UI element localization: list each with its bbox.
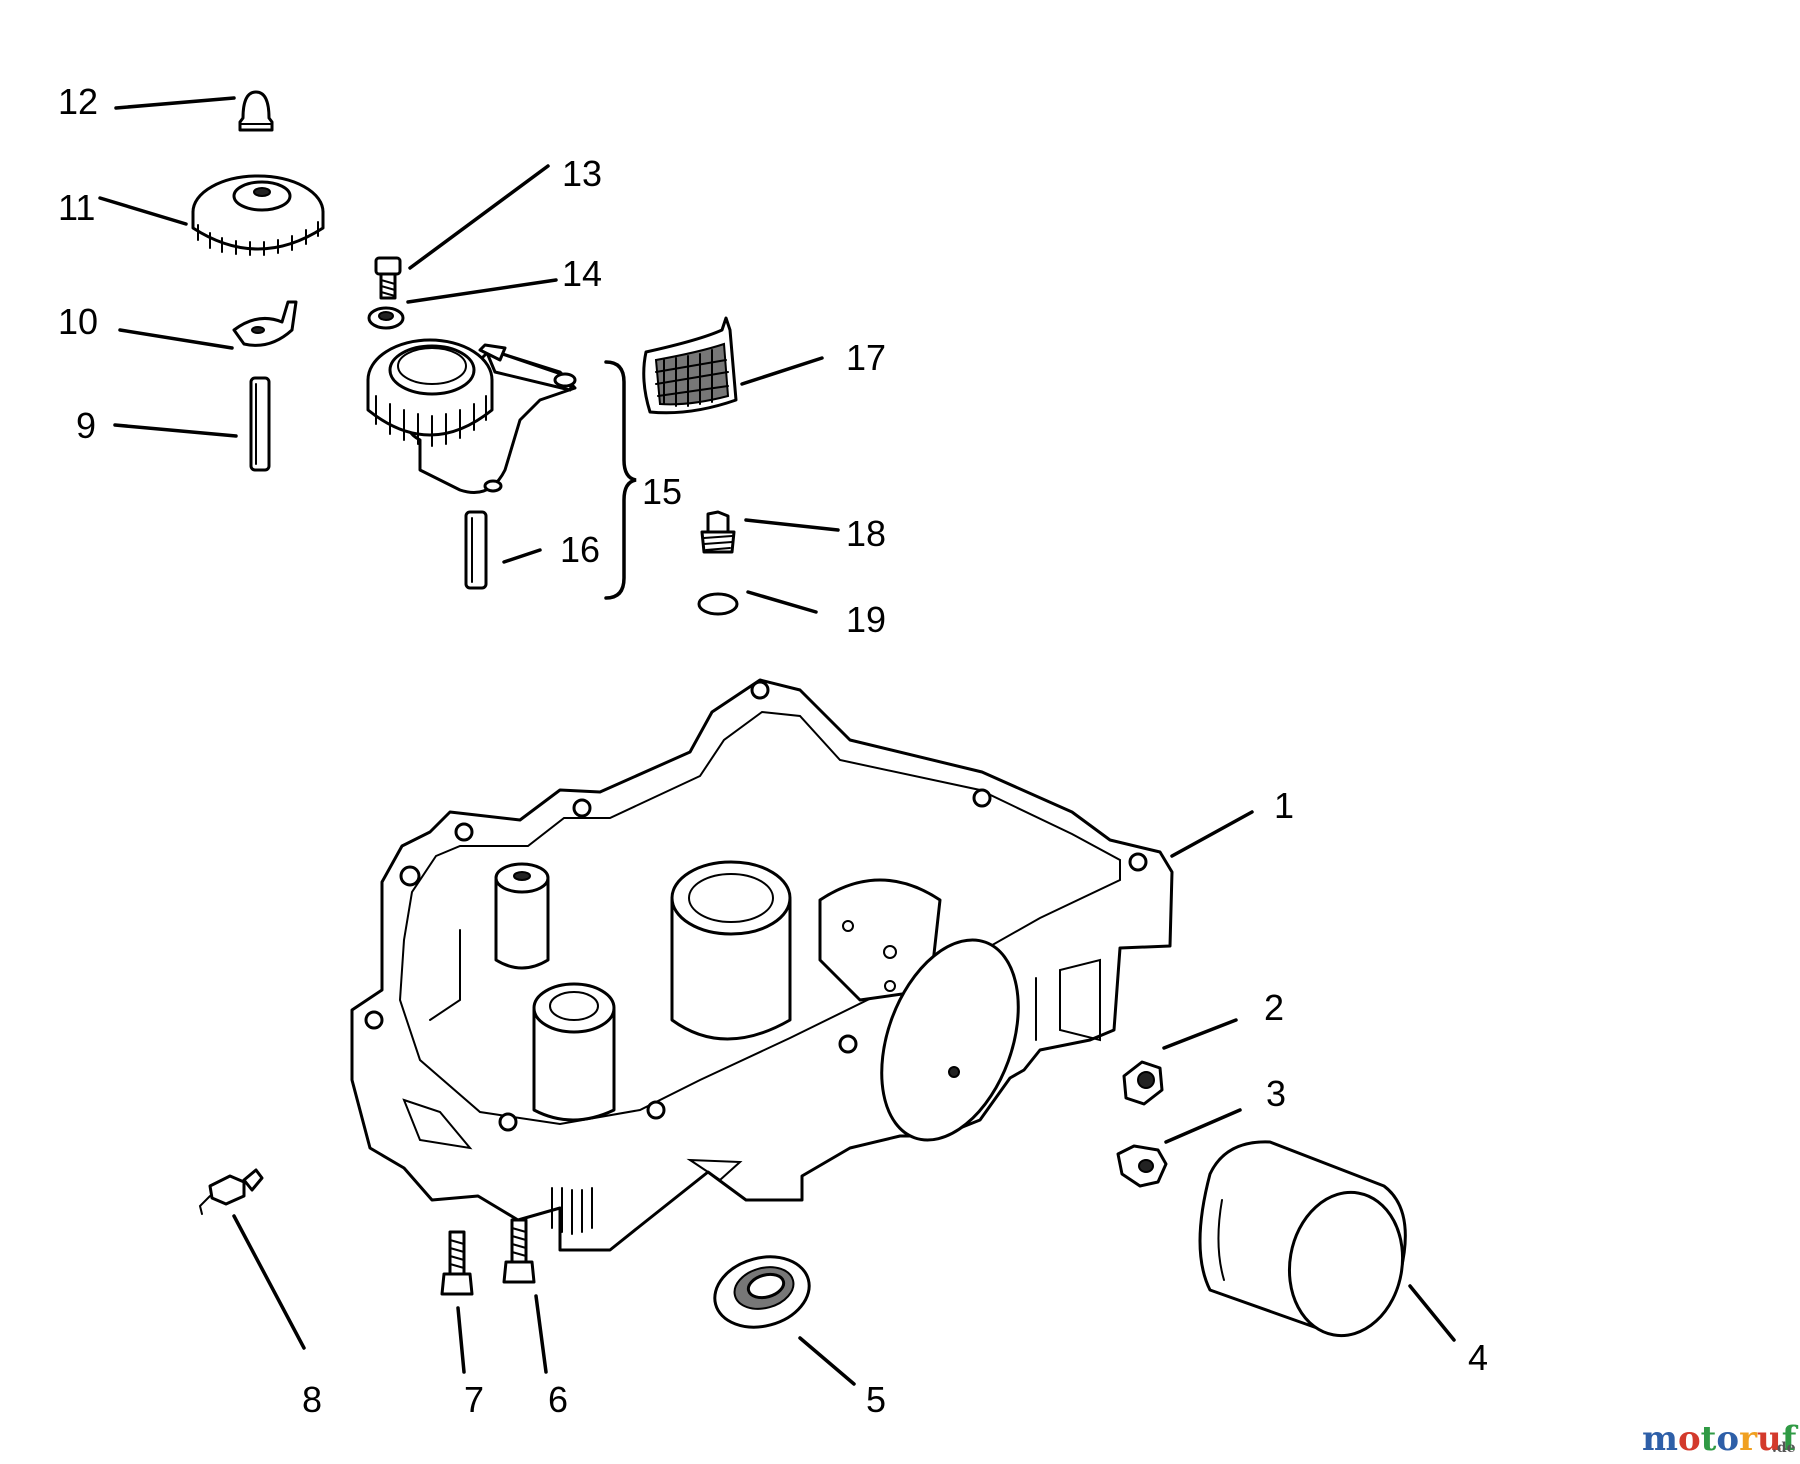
callout-5: 5 — [866, 1379, 886, 1420]
callout-19: 19 — [846, 599, 886, 640]
svg-text:motoruf: motoruf — [1642, 1419, 1799, 1459]
callout-6: 6 — [548, 1379, 568, 1420]
leader-4 — [1408, 1284, 1456, 1342]
part-7-bolt — [440, 1230, 474, 1296]
callout-1: 1 — [1274, 785, 1294, 826]
watermark-letter: u — [1757, 1419, 1782, 1459]
callout-13: 13 — [562, 153, 602, 194]
leader-3 — [1164, 1108, 1242, 1144]
leader-16 — [502, 548, 542, 564]
callout-3: 3 — [1266, 1073, 1286, 1114]
watermark-letter: f — [1782, 1419, 1799, 1459]
callout-12: 12 — [58, 81, 98, 122]
leader-14 — [406, 278, 558, 304]
part-14-lockwasher — [367, 306, 405, 330]
leader-17 — [740, 356, 824, 386]
leader-11 — [98, 196, 188, 226]
callout-8: 8 — [302, 1379, 322, 1420]
part-13-screw — [374, 256, 402, 300]
leader-6 — [534, 1294, 548, 1374]
callout-18: 18 — [846, 513, 886, 554]
part-12-cap — [238, 90, 274, 132]
watermark-logo: motoruf .de — [1642, 1419, 1799, 1459]
watermark-suffix: .de — [1772, 1440, 1796, 1456]
part-4-oil-filter — [1198, 1140, 1407, 1338]
watermark-letter: t — [1701, 1419, 1717, 1459]
callout-15: 15 — [642, 471, 682, 512]
callout-2: 2 — [1264, 987, 1284, 1028]
leader-2 — [1162, 1018, 1238, 1050]
part-8-sensor — [198, 1168, 264, 1215]
leader-9 — [113, 423, 238, 438]
callout-4: 4 — [1468, 1337, 1488, 1378]
leader-10 — [118, 328, 234, 350]
leader-1 — [1170, 810, 1254, 858]
leader-19 — [746, 590, 818, 614]
leader-8 — [232, 1214, 306, 1350]
callout-10: 10 — [58, 301, 98, 342]
callout-16: 16 — [560, 529, 600, 570]
part-15-oil-pump — [366, 338, 577, 494]
leader-13 — [408, 164, 550, 270]
watermark-letter: o — [1716, 1419, 1739, 1459]
part-2-fitting — [1122, 1060, 1164, 1106]
part-11-gear — [191, 174, 325, 256]
leader-18 — [744, 518, 840, 532]
brace-15 — [604, 360, 637, 600]
callout-14: 14 — [562, 253, 602, 294]
leader-5 — [798, 1336, 856, 1386]
watermark-letter: m — [1642, 1419, 1678, 1459]
part-16-pin — [464, 510, 488, 590]
callout-17: 17 — [846, 337, 886, 378]
callout-11: 11 — [58, 187, 95, 228]
part-18-plug — [700, 510, 736, 554]
part-17-screen — [642, 316, 738, 415]
part-6-bolt — [502, 1218, 536, 1284]
part-19-oring — [697, 592, 739, 616]
watermark-letter: r — [1739, 1419, 1758, 1459]
part-1-oil-pan — [350, 678, 1174, 1252]
part-3-fitting — [1116, 1144, 1168, 1188]
callout-7: 7 — [464, 1379, 484, 1420]
part-5-seal — [713, 1255, 811, 1329]
part-10-washer — [232, 300, 298, 347]
watermark-letter: o — [1678, 1419, 1701, 1459]
leader-7 — [456, 1306, 466, 1374]
leader-12 — [114, 96, 236, 110]
part-9-pin — [249, 376, 271, 472]
callout-9: 9 — [76, 405, 96, 446]
